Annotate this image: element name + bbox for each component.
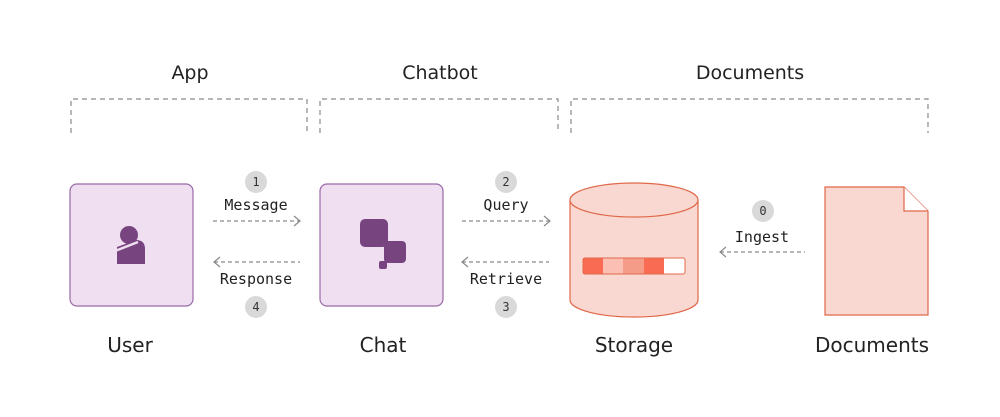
storage-label: Storage [594,333,674,357]
user-label: User [107,333,153,357]
documents-label: Documents [814,333,930,357]
storage-cylinder [569,182,699,318]
message-label: Message [224,196,288,214]
step-2-badge: 2 [495,171,517,193]
documents-group-label: Documents [695,62,805,84]
step-0-badge: 0 [752,200,774,222]
retrieve-label: Retrieve [469,270,543,288]
chat-label: Chat [359,333,407,357]
response-label: Response [219,270,293,288]
storage-index-bar-icon [582,257,686,275]
step-3-badge: 3 [495,296,517,318]
chatbot-group-bracket [319,98,559,133]
app-group-bracket [70,98,308,133]
ingest-label: Ingest [734,228,790,246]
step-4-badge: 4 [245,296,267,318]
chat-bubbles-icon [360,219,406,269]
app-group-label: App [171,62,209,84]
documents-group-bracket [570,98,929,133]
chatbot-group-label: Chatbot [402,62,478,84]
user-icon [114,226,145,264]
document-fold [903,187,928,212]
query-label: Query [483,196,529,214]
document-page-icon [824,186,929,316]
step-1-badge: 1 [245,171,267,193]
